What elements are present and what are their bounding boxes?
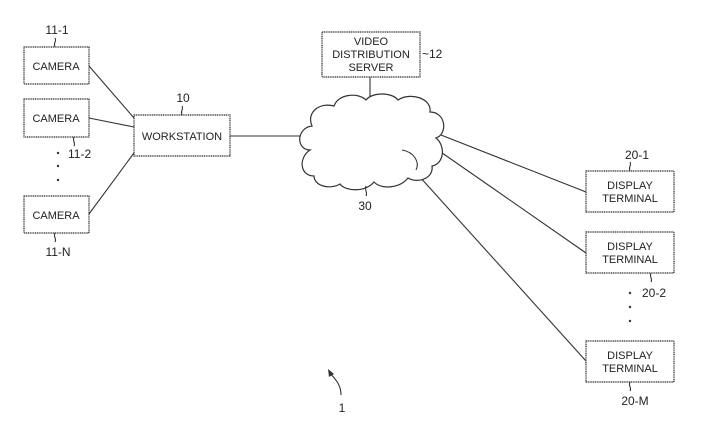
connector-network-display1 bbox=[440, 134, 587, 193]
workstation-leader bbox=[180, 105, 184, 116]
workstation-label: WORKSTATION bbox=[142, 131, 222, 143]
system-ref-arrow bbox=[329, 372, 342, 396]
display-m-ref: 20-M bbox=[621, 394, 648, 408]
display-2-leader bbox=[649, 272, 653, 283]
ellipsis-dot bbox=[56, 178, 60, 182]
network-ref: 30 bbox=[358, 199, 372, 213]
ellipsis-dot bbox=[628, 305, 632, 309]
display-m-label-line-1: DISPLAY bbox=[607, 350, 653, 362]
server-ref: ~12 bbox=[422, 47, 443, 61]
camera-2-box bbox=[23, 98, 90, 138]
display-terminal-m: DISPLAY TERMINAL bbox=[585, 340, 675, 383]
arrowhead-icon bbox=[328, 369, 334, 377]
server-label-line-1: VIDEO bbox=[354, 36, 389, 48]
display-m-label-line-2: TERMINAL bbox=[602, 363, 658, 375]
display-m-box bbox=[585, 340, 675, 383]
camera-2-ref: 11-2 bbox=[68, 147, 91, 161]
video-distribution-server: VIDEO DISTRIBUTION SERVER bbox=[321, 31, 421, 78]
display-2-ref: 20-2 bbox=[642, 286, 666, 300]
server-label-line-3: SERVER bbox=[348, 62, 393, 74]
workstation: WORKSTATION bbox=[133, 114, 231, 157]
display-2-box bbox=[585, 231, 675, 274]
network-leader bbox=[364, 185, 368, 197]
ellipsis-dot bbox=[56, 151, 60, 155]
camera-n: CAMERA bbox=[23, 195, 90, 234]
display-1-leader bbox=[628, 161, 632, 172]
connector-camera1-workstation bbox=[88, 65, 135, 119]
display-1-label-line-1: DISPLAY bbox=[607, 180, 653, 192]
camera-n-leader bbox=[53, 232, 57, 243]
camera-n-label: CAMERA bbox=[32, 210, 80, 222]
display-m-leader bbox=[628, 381, 632, 392]
camera-2-label: CAMERA bbox=[32, 113, 80, 125]
display-terminal-1: DISPLAY TERMINAL bbox=[585, 170, 675, 213]
network-cloud bbox=[299, 93, 445, 191]
camera-1-leader bbox=[53, 37, 57, 48]
display-2-label-line-1: DISPLAY bbox=[607, 241, 653, 253]
display-1-box bbox=[585, 170, 675, 213]
camera-2: CAMERA bbox=[23, 98, 90, 138]
camera-1-box bbox=[23, 46, 90, 85]
ellipsis-dot bbox=[628, 291, 632, 295]
system-ref: 1 bbox=[339, 401, 346, 415]
display-terminal-2: DISPLAY TERMINAL bbox=[585, 231, 675, 274]
camera-1-label: CAMERA bbox=[32, 61, 80, 73]
camera-n-box bbox=[23, 195, 90, 234]
display-1-label-line-2: TERMINAL bbox=[602, 193, 658, 205]
connector-network-displayM bbox=[418, 175, 587, 362]
display-2-label-line-2: TERMINAL bbox=[602, 254, 658, 266]
server-label-line-2: DISTRIBUTION bbox=[332, 49, 410, 61]
workstation-ref: 10 bbox=[176, 91, 190, 105]
connector-cameraN-workstation bbox=[88, 152, 135, 215]
server-box bbox=[321, 31, 421, 78]
camera-1: CAMERA bbox=[23, 46, 90, 85]
display-1-ref: 20-1 bbox=[625, 148, 649, 162]
ellipsis-dot bbox=[628, 319, 632, 323]
ellipsis-dot bbox=[56, 164, 60, 168]
connector-camera2-workstation bbox=[88, 117, 135, 128]
connector-network-display2 bbox=[434, 147, 587, 254]
camera-1-ref: 11-1 bbox=[45, 23, 68, 37]
camera-2-leader bbox=[72, 136, 76, 147]
camera-n-ref: 11-N bbox=[45, 245, 70, 259]
